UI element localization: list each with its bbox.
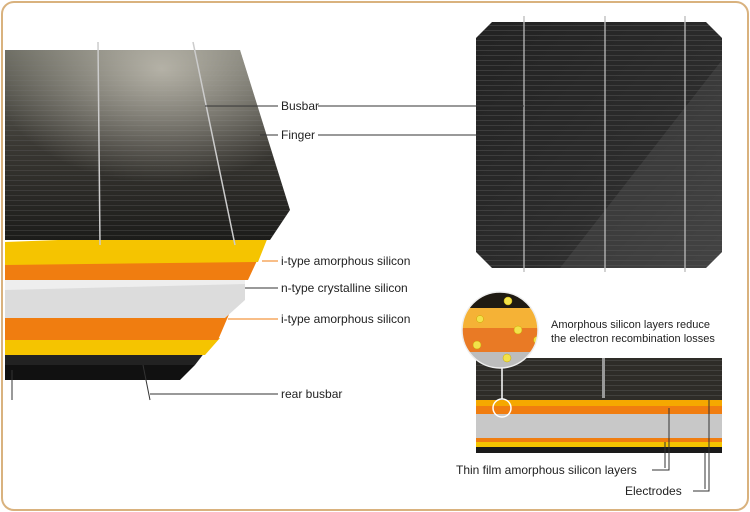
label-recombination-2: the electron recombination losses (551, 333, 715, 345)
label-rear-busbar: rear busbar (281, 387, 343, 401)
electron (503, 296, 513, 306)
thin-film-leader (652, 408, 670, 471)
magnified-yellow-layer (462, 308, 538, 328)
busbar-line (192, 41, 236, 246)
electron (502, 353, 512, 363)
bottom-thin-film-orange (476, 438, 722, 442)
rear-busbar-line (142, 364, 151, 401)
solar-cell-top-view (476, 16, 722, 272)
label-i-type-bottom: i-type amorphous silicon (281, 312, 411, 326)
finger-lines (476, 22, 722, 268)
busbar-line (97, 41, 101, 246)
electron-particles (472, 296, 538, 363)
electron (513, 325, 523, 335)
bottom-thin-film-yellow (476, 442, 722, 447)
cross-section (476, 358, 722, 492)
label-finger: Finger (281, 128, 316, 142)
rear-electrode-layer (5, 365, 195, 380)
label-busbar: Busbar (281, 99, 320, 113)
label-i-type-top: i-type amorphous silicon (281, 254, 411, 268)
top-thin-film-yellow (476, 400, 722, 406)
yellow-bottom-layer (5, 338, 220, 355)
label-n-type: n-type crystalline silicon (281, 281, 408, 295)
label-recombination-1: Amorphous silicon layers reduce (551, 319, 710, 331)
exploded-cell (5, 41, 290, 401)
electron (476, 315, 484, 323)
electron (472, 340, 482, 350)
electrodes-leader (693, 400, 710, 492)
cell-glow (5, 50, 290, 240)
n-type-layer-highlight (5, 278, 245, 290)
top-thin-film-orange (476, 406, 722, 414)
cell-reflection (560, 60, 722, 268)
rear-electrode (476, 447, 722, 453)
cross-section-fingers (476, 358, 722, 400)
label-thin-film: Thin film amorphous silicon layers (456, 463, 637, 477)
label-electrodes: Electrodes (625, 484, 682, 498)
orange-bottom-layer (5, 312, 230, 340)
cross-section-busbar (602, 358, 605, 398)
magnified-circle-outline (461, 291, 539, 369)
rear-layer (5, 352, 205, 365)
yellow-top-layer (5, 232, 270, 265)
magnified-orange-layer (462, 328, 538, 352)
crystalline-silicon-layer (476, 414, 722, 440)
